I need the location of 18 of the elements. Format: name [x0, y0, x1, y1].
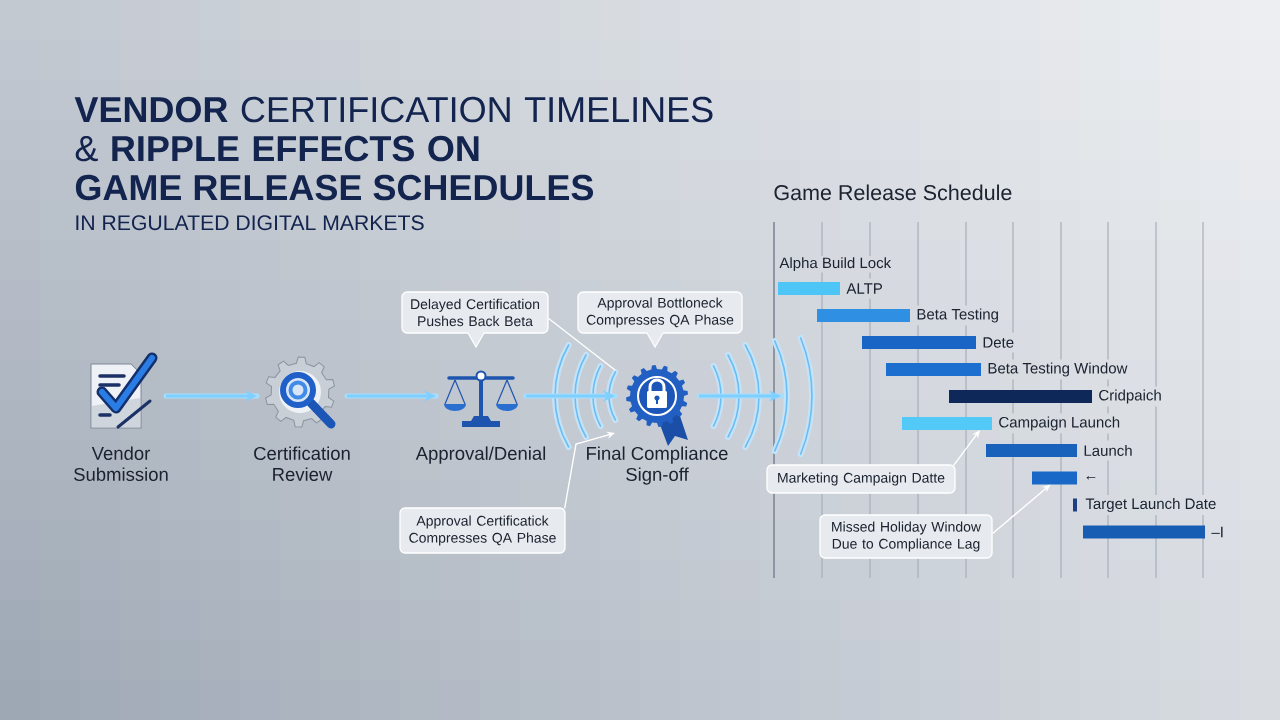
subtitle: IN REGULATED DIGITAL MARKETS: [76, 215, 424, 231]
bar-label: Target Launch Date: [1085, 498, 1216, 512]
bar-label: –I: [1211, 526, 1223, 538]
step-label: Vendor Submission: [74, 446, 168, 481]
row-label: Alpha Build Lock: [779, 257, 892, 272]
bar-label: Beta Testing Window: [988, 362, 1128, 377]
bar-label: ←: [1086, 475, 1096, 480]
bar-label: Dete: [983, 337, 1014, 348]
step-label: Approval/Denial: [415, 446, 546, 464]
step-label: Final Compliance Sign-off: [587, 446, 728, 485]
bar-label: Campaign Launch: [999, 416, 1120, 431]
chart-title: Game Release Schedule: [774, 184, 1012, 201]
step-label: Certification Review: [254, 446, 350, 481]
bar-label: ALTP: [846, 283, 883, 294]
bar-label: Beta Testing: [917, 308, 998, 323]
bar-label: Cridpaich: [1099, 389, 1161, 404]
bar-label: Launch: [1084, 445, 1132, 456]
title: VENDOR CERTIFICATION TIMELINES & RIPPLE EFFECTS ON GAME RELEASE SCHEDULES: [74, 96, 713, 201]
